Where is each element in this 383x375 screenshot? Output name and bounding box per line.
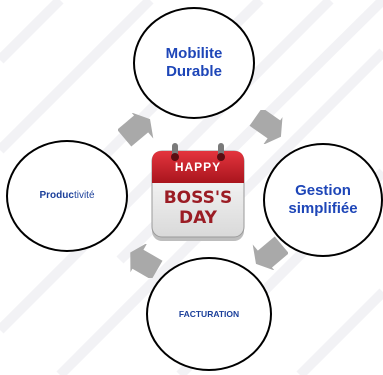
node-productivite: Productivité xyxy=(6,140,128,252)
node-gestion-label: Gestion simplifiée xyxy=(288,182,357,218)
node-facturation-label: FACTURATION xyxy=(178,308,240,319)
node-productivite-part1: Produc xyxy=(39,190,74,201)
calendar-line2-text: DAY xyxy=(179,208,217,228)
arrow-productivite-to-mobilite-icon xyxy=(118,113,154,147)
node-mobilite-durable: Mobilite Durable xyxy=(133,7,255,119)
arrow-mobilite-to-gestion-icon xyxy=(249,110,283,144)
arrow-gestion-to-facturation-icon xyxy=(252,236,288,270)
node-mobilite-line1: Mobilite xyxy=(165,45,223,62)
node-facturation: FACTURATION xyxy=(146,257,272,371)
calendar-header-text: HAPPY xyxy=(174,160,222,174)
node-mobilite-label: Mobilite Durable xyxy=(166,45,223,81)
node-mobilite-line2: Durable xyxy=(166,63,222,80)
arrow-facturation-to-productivite-icon xyxy=(130,244,163,278)
node-productivite-label: Productivité xyxy=(39,190,94,202)
node-productivite-part2: tivité xyxy=(73,190,95,201)
node-gestion-line1: Gestion xyxy=(295,182,351,199)
node-gestion-line2: simplifiée xyxy=(288,200,358,217)
node-gestion-simplifiee: Gestion simplifiée xyxy=(263,143,383,257)
calendar-line1-text: BOSS'S xyxy=(163,188,233,208)
calendar-graphic xyxy=(151,143,245,241)
boss-day-calendar-icon: HAPPY BOSS'S DAY xyxy=(150,143,246,243)
